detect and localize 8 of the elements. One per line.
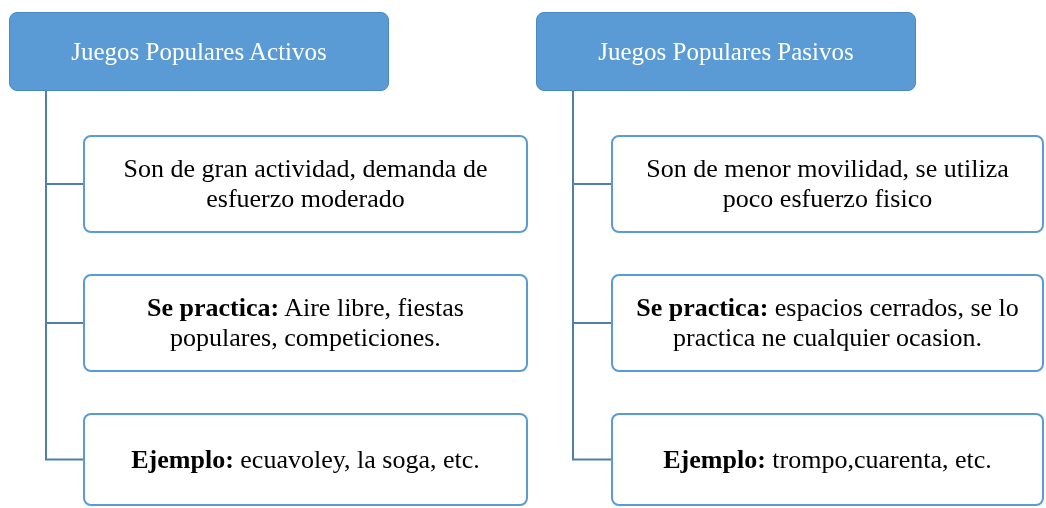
- header-box: Juegos Populares Pasivos: [536, 12, 916, 91]
- header-box: Juegos Populares Activos: [9, 12, 389, 91]
- content-box: Se practica: Aire libre, fiestas populares, competiciones.: [83, 274, 528, 372]
- content-box: Ejemplo: ecuavoley, la soga, etc.: [83, 413, 528, 506]
- content-box: Se practica: espacios cerrados, se lo practica ne cualquier ocasion.: [611, 274, 1044, 372]
- content-box: Son de gran actividad, demanda de esfuerzo moderado: [83, 135, 528, 233]
- content-box: Ejemplo: trompo,cuarenta, etc.: [611, 413, 1044, 506]
- content-box: Son de menor movilidad, se utiliza poco esfuerzo fisico: [611, 135, 1044, 233]
